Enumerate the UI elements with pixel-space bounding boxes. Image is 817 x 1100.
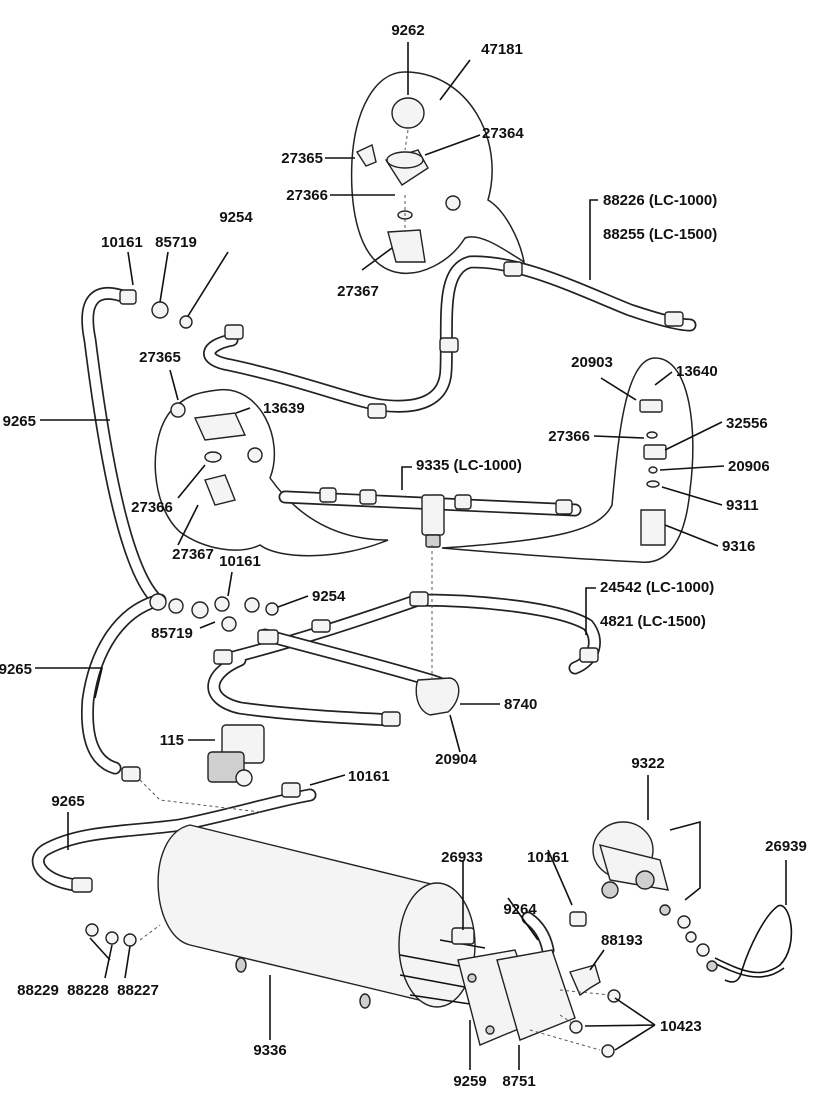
label-88193: 88193	[601, 932, 643, 949]
label-9336: 9336	[253, 1042, 286, 1059]
elbow-8740	[415, 677, 460, 716]
label-27365-top: 27365	[281, 150, 323, 167]
label-9335: 9335 (LC-1000)	[416, 457, 522, 474]
label-10161-c: 10161	[348, 768, 390, 785]
label-27367-mid: 27367	[172, 546, 214, 563]
leader-lines	[35, 42, 787, 1070]
label-88226: 88226 (LC-1000)	[603, 192, 717, 209]
label-8751: 8751	[502, 1073, 535, 1090]
label-10423: 10423	[660, 1018, 702, 1035]
tube-9264	[521, 911, 555, 957]
label-13639: 13639	[263, 400, 305, 417]
label-4821: 4821 (LC-1500)	[600, 613, 706, 630]
label-20904: 20904	[435, 751, 477, 768]
label-10161-b: 10161	[219, 553, 261, 570]
label-20906: 20906	[728, 458, 770, 475]
top-fittings	[355, 97, 461, 263]
tank-9336	[157, 824, 486, 1009]
label-85719-b: 85719	[151, 625, 193, 642]
label-9264: 9264	[503, 901, 537, 918]
tee-fitting-9335	[421, 494, 445, 548]
pump-9322	[592, 820, 718, 972]
label-88229: 88229	[17, 982, 59, 999]
label-27364: 27364	[482, 125, 524, 142]
label-10161-a: 10161	[101, 234, 143, 251]
label-9262: 9262	[391, 22, 424, 39]
label-88255: 88255 (LC-1500)	[603, 226, 717, 243]
label-9265-a: 9265	[3, 413, 36, 430]
label-32556: 32556	[726, 415, 768, 432]
detail-bubble-top	[350, 71, 526, 274]
label-9322: 9322	[631, 755, 664, 772]
label-9265-c: 9265	[51, 793, 84, 810]
label-88228: 88228	[67, 982, 109, 999]
label-9259: 9259	[453, 1073, 486, 1090]
label-9311: 9311	[726, 497, 759, 514]
label-47181: 47181	[481, 41, 523, 58]
tube-24542	[207, 593, 601, 727]
label-115: 115	[160, 732, 184, 749]
tube-9265-middle	[80, 593, 167, 775]
label-9316: 9316	[722, 538, 755, 555]
label-88227: 88227	[117, 982, 159, 999]
gasket-8751	[496, 949, 576, 1041]
label-9254-b: 9254	[312, 588, 346, 605]
hose-clamps	[71, 261, 684, 947]
label-85719-a: 85719	[155, 234, 197, 251]
tube-88226	[203, 255, 697, 413]
tube-26939	[711, 904, 793, 983]
bracket-88193	[569, 964, 601, 997]
label-27365-mid: 27365	[139, 349, 181, 366]
label-10161-d: 10161	[527, 849, 569, 866]
thermostat-26933	[451, 927, 475, 945]
label-26933: 26933	[441, 849, 483, 866]
label-20903: 20903	[571, 354, 613, 371]
detail-bubble-right	[441, 357, 694, 563]
label-26939: 26939	[765, 838, 807, 855]
tube-9265-upper	[81, 287, 162, 605]
label-27367-top: 27367	[337, 283, 379, 300]
tube-9265-lower	[31, 788, 317, 892]
label-27366-mid: 27366	[131, 499, 173, 516]
label-27366-top: 27366	[286, 187, 328, 204]
label-9254-a: 9254	[219, 209, 253, 226]
mid-fittings	[170, 402, 263, 506]
label-24542: 24542 (LC-1000)	[600, 579, 714, 596]
nuts-10423	[569, 989, 621, 1058]
solenoid-valve-115	[207, 724, 265, 787]
label-9265-b: 9265	[0, 661, 32, 678]
label-27366-right: 27366	[548, 428, 590, 445]
label-13640: 13640	[676, 363, 718, 380]
alignment-lines	[139, 129, 611, 1051]
right-fittings	[639, 399, 667, 546]
label-8740: 8740	[504, 696, 537, 713]
